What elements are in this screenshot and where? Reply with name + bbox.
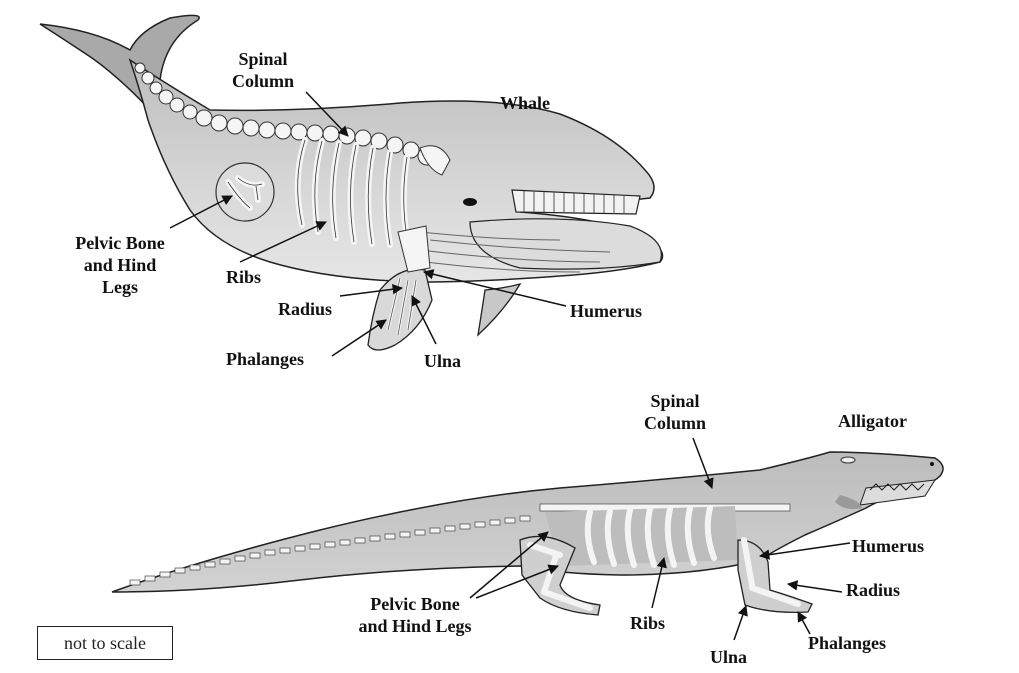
alligator-label-ulna: Ulna: [710, 647, 748, 667]
alligator-label-phalanges: Phalanges: [808, 633, 887, 653]
whale-label-ribs: Ribs: [226, 267, 262, 287]
alligator-label-pelvic: Pelvic Bone and Hind Legs: [358, 594, 472, 636]
whale-eye: [463, 198, 477, 206]
whale-label-pelvic: Pelvic Bone and Hind Legs: [75, 233, 165, 297]
alligator-title: Alligator: [838, 411, 907, 431]
alligator-jaw: [859, 479, 936, 506]
alligator-hind-leg: [519, 535, 601, 616]
whale-label-humerus: Humerus: [570, 301, 642, 321]
alligator-pointer-lines: [469, 437, 851, 641]
whale-tail-fluke: [39, 14, 200, 112]
whale-label-phalanges: Phalanges: [226, 349, 305, 369]
scale-note-box: not to scale: [37, 626, 173, 660]
alligator-eye: [840, 456, 856, 464]
alligator-label-radius: Radius: [846, 580, 901, 600]
whale-figure: [39, 14, 664, 351]
alligator-label-spinal-column: Spinal Column: [643, 391, 706, 433]
alligator-label-humerus: Humerus: [852, 536, 924, 556]
whale-label-spinal-column: Spinal Column: [231, 49, 294, 91]
whale-pelvic-inset: [215, 162, 275, 222]
alligator-label-ribs: Ribs: [630, 613, 666, 633]
whale-label-ulna: Ulna: [424, 351, 462, 371]
alligator-ribs: [584, 505, 717, 568]
whale-label-radius: Radius: [278, 299, 333, 319]
whale-pointer-lines: [169, 91, 567, 357]
whale-lower-jaw: [469, 218, 662, 270]
alligator-figure: [111, 451, 944, 616]
whale-title: Whale: [500, 93, 551, 113]
alligator-fore-leg: [737, 539, 813, 613]
scale-note-text: not to scale: [64, 632, 146, 653]
whale-fin: [477, 282, 522, 337]
alligator-spinal-column: [129, 503, 791, 586]
